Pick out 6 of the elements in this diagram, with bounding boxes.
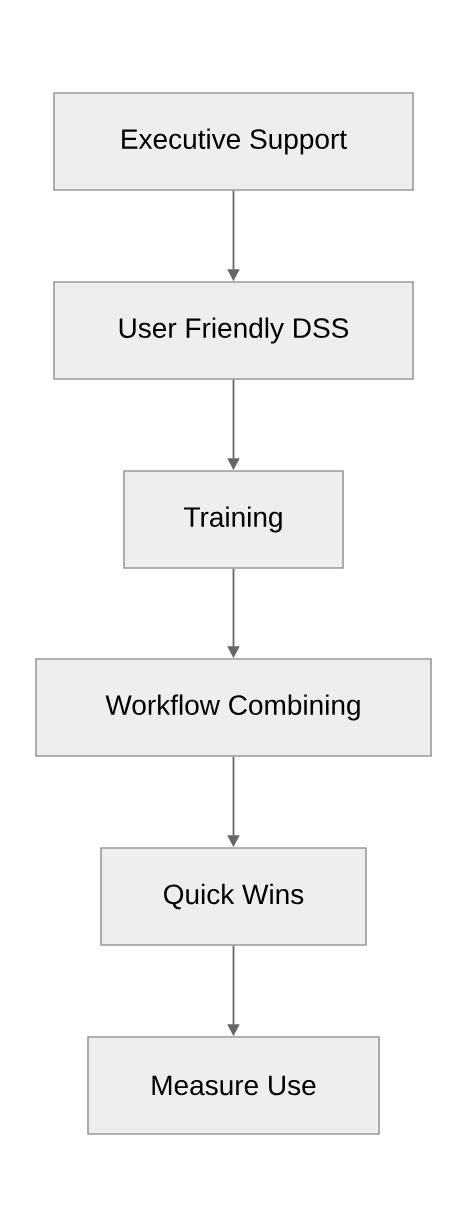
process-box: Measure Use <box>87 1036 380 1135</box>
process-box: Training <box>123 470 344 569</box>
process-box: User Friendly DSS <box>53 281 414 380</box>
process-box: Executive Support <box>53 92 414 191</box>
process-box: Quick Wins <box>100 847 367 946</box>
process-box: Workflow Combining <box>35 658 432 757</box>
